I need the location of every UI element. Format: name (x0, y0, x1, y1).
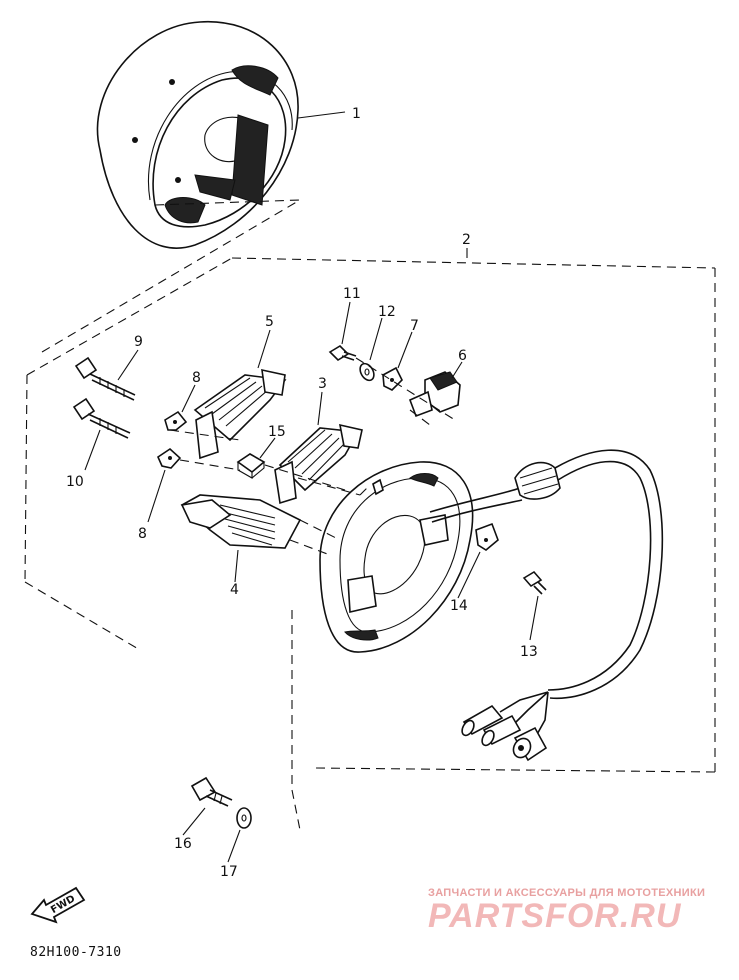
bolt-10 (72, 397, 131, 439)
bolt-16 (190, 776, 233, 807)
coil-3 (274, 423, 363, 505)
connector-middle (481, 714, 522, 747)
washer-17 (236, 807, 252, 829)
clamp-14 (475, 522, 499, 551)
connector-right (512, 726, 548, 762)
bolt-9 (74, 356, 136, 401)
label-3: 3 (318, 376, 327, 392)
connector-left (461, 704, 504, 737)
label-8-lower: 8 (138, 526, 147, 542)
label-9: 9 (134, 334, 143, 350)
rotor-flywheel (96, 21, 301, 249)
label-10: 10 (66, 474, 84, 490)
assembly-outline (24, 199, 716, 831)
coil-5 (193, 368, 287, 460)
label-12: 12 (378, 304, 396, 320)
clamp-7 (382, 366, 403, 391)
label-17: 17 (220, 864, 238, 880)
label-4: 4 (230, 582, 239, 598)
wire-harness (429, 449, 664, 739)
stator-base-plate (319, 461, 474, 653)
watermark-tagline: ЗАПЧАСТИ И АКСЕССУАРЫ ДЛЯ МОТОТЕХНИКИ (428, 887, 706, 899)
pickup-coil-6 (408, 371, 461, 418)
label-16: 16 (174, 836, 192, 852)
diagram-part-code: 82H100-7310 (30, 945, 122, 960)
label-11: 11 (343, 286, 361, 302)
label-5: 5 (265, 314, 274, 330)
clip-8-upper (164, 410, 188, 431)
coil-4 (180, 494, 302, 549)
label-6: 6 (458, 348, 467, 364)
washer-12 (359, 362, 375, 382)
screw-11 (328, 344, 357, 362)
label-14: 14 (450, 598, 468, 614)
leader-dashes (169, 357, 456, 556)
clip-8-lower (156, 447, 182, 469)
label-8-upper: 8 (192, 370, 201, 386)
label-15: 15 (268, 424, 286, 440)
part-labels: 1 2 3 4 5 6 7 8 8 9 10 11 12 13 14 15 16… (66, 106, 538, 880)
label-1: 1 (352, 106, 361, 122)
label-2: 2 (462, 232, 471, 248)
forward-arrow-icon: FWD (30, 886, 86, 924)
screw-13 (522, 570, 547, 595)
label-7: 7 (410, 318, 419, 334)
spacer-15 (236, 453, 266, 479)
watermark-logo: PARTSFOR.RU (428, 897, 682, 935)
label-13: 13 (520, 644, 538, 660)
